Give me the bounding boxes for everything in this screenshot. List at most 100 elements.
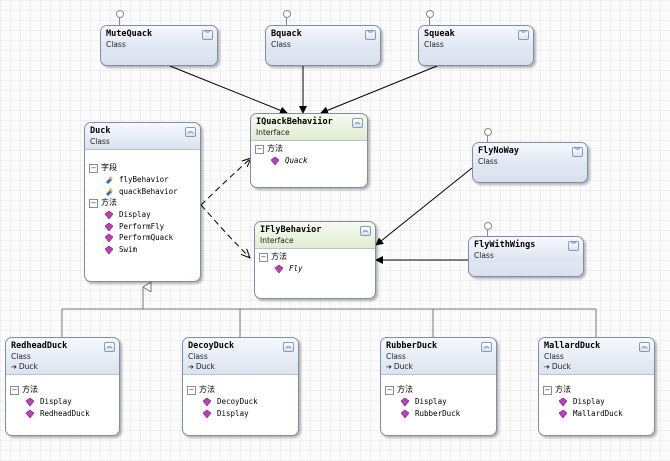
collapse-toggle-icon[interactable]: ︽ [360, 226, 371, 236]
section-label: 方法 [271, 252, 287, 261]
member-method[interactable]: RubberDuck [381, 408, 496, 420]
methods-section-header[interactable]: − 方法 [381, 384, 496, 396]
lollipop-squeak [426, 10, 434, 18]
inherit-arrow-icon: ➔ [11, 363, 17, 371]
member-field[interactable]: flyBehavior [85, 174, 200, 186]
method-icon [105, 222, 113, 231]
methods-section-header[interactable]: − 方法 [255, 251, 375, 263]
interface-iquack[interactable]: IQuackBehaviior Interface ︽ − 方法 Quack [250, 113, 368, 188]
expand-toggle-icon[interactable]: ︾ [568, 241, 579, 251]
member-label: Swim [119, 244, 138, 254]
dependency-duck-to-ifly [200, 204, 250, 258]
class-name: DecoyDuck [188, 341, 235, 351]
member-method[interactable]: Display [183, 408, 298, 420]
member-method[interactable]: RedheadDuck [6, 408, 119, 420]
member-label: Display [217, 408, 249, 418]
member-label: Display [119, 210, 151, 219]
section-label: 方法 [101, 198, 117, 207]
class-kind: Class [544, 352, 564, 361]
method-icon [26, 398, 34, 406]
section-collapse-icon[interactable]: − [89, 199, 98, 208]
class-squeak[interactable]: Squeak Class ︾ [418, 25, 534, 66]
fields-section-header[interactable]: − 字段 [85, 162, 200, 174]
section-collapse-icon[interactable]: − [543, 386, 552, 395]
interface-ifly[interactable]: IFlyBehavior Interface ︽ − 方法 Fly [254, 221, 376, 299]
section-collapse-icon[interactable]: − [187, 386, 196, 395]
class-bquack[interactable]: Bquack Class ︾ [265, 25, 381, 66]
expand-toggle-icon[interactable]: ︾ [518, 30, 529, 40]
section-label: 方法 [22, 385, 38, 394]
inherit-arrow-icon: ➔ [544, 363, 550, 371]
member-label: PerformQuack [119, 233, 174, 242]
methods-section-header[interactable]: − 方法 [183, 384, 298, 396]
member-label: MallardDuck [573, 408, 623, 418]
collapse-toggle-icon[interactable]: ︽ [639, 342, 650, 352]
method-icon [401, 409, 409, 418]
inherit-arrow-icon: ➔ [188, 363, 194, 371]
class-kind: Class [90, 137, 110, 146]
class-body: − 字段 flyBehavior quackBehavior − 方法 Disp… [85, 149, 200, 257]
base-class: ➔Duck [544, 362, 571, 371]
section-collapse-icon[interactable]: − [255, 145, 264, 154]
class-rubberduck[interactable]: RubberDuck Class ➔Duck ︽ − 方法 Display Ru… [380, 337, 497, 436]
methods-section-header[interactable]: − 方法 [539, 384, 654, 396]
field-icon [106, 187, 113, 196]
base-class: ➔Duck [11, 362, 38, 371]
member-method[interactable]: PerformQuack [85, 232, 200, 244]
class-name: MuteQuack [106, 29, 153, 39]
member-method[interactable]: Display [539, 396, 654, 408]
member-method[interactable]: MallardDuck [539, 408, 654, 420]
lollipop-stem [119, 18, 120, 25]
methods-section-header[interactable]: − 方法 [6, 384, 119, 396]
collapse-toggle-icon[interactable]: ︽ [352, 118, 363, 128]
class-mutequack[interactable]: MuteQuack Class ︾ [100, 25, 218, 66]
member-method[interactable]: Display [85, 209, 200, 221]
member-field[interactable]: quackBehavior [85, 186, 200, 198]
class-flywithwings[interactable]: FlyWithWings Class ︾ [468, 236, 584, 277]
member-method[interactable]: Quack [251, 155, 367, 167]
member-method[interactable]: Display [381, 396, 496, 408]
methods-section-header[interactable]: − 方法 [251, 143, 367, 155]
class-mallardduck[interactable]: MallardDuck Class ➔Duck ︽ − 方法 Display M… [538, 337, 655, 436]
class-kind: Class [478, 157, 498, 166]
collapse-toggle-icon[interactable]: ︽ [104, 342, 115, 352]
collapse-toggle-icon[interactable]: ︽ [283, 342, 294, 352]
class-decoyduck[interactable]: DecoyDuck Class ➔Duck ︽ − 方法 DecoyDuck D… [182, 337, 299, 436]
class-header: FlyNoWay Class ︾ [473, 143, 587, 169]
methods-section-header[interactable]: − 方法 [85, 197, 200, 209]
section-collapse-icon[interactable]: − [385, 386, 394, 395]
collapse-toggle-icon[interactable]: ︽ [185, 127, 196, 137]
class-body: − 方法 Display MallardDuck [539, 374, 654, 421]
interface-header: IQuackBehaviior Interface ︽ [251, 114, 367, 140]
section-label: 方法 [199, 385, 215, 394]
class-name: Squeak [424, 29, 455, 39]
section-collapse-icon[interactable]: − [89, 164, 98, 173]
method-icon [271, 157, 279, 165]
class-header: Duck Class ︽ [85, 123, 200, 149]
lollipop-mutequack [116, 10, 124, 18]
member-method[interactable]: Display [6, 396, 119, 408]
class-body: − 方法 Display RedheadDuck [6, 374, 119, 421]
class-duck[interactable]: Duck Class ︽ − 字段 flyBehavior quackBehav… [84, 122, 201, 282]
class-kind: Class [424, 40, 444, 49]
expand-toggle-icon[interactable]: ︾ [572, 147, 583, 157]
class-kind: Class [474, 251, 494, 260]
class-name: MallardDuck [544, 341, 601, 351]
section-collapse-icon[interactable]: − [259, 253, 268, 262]
class-redheadduck[interactable]: RedheadDuck Class ➔Duck ︽ − 方法 Display R… [5, 337, 120, 436]
section-collapse-icon[interactable]: − [10, 386, 19, 395]
member-method[interactable]: DecoyDuck [183, 396, 298, 408]
member-method[interactable]: Swim [85, 244, 200, 256]
class-header: MuteQuack Class ︾ [101, 26, 217, 52]
expand-toggle-icon[interactable]: ︾ [365, 30, 376, 40]
class-kind: Class [188, 352, 208, 361]
member-method[interactable]: Fly [255, 263, 375, 275]
member-label: PerformFly [119, 221, 165, 231]
lollipop-flywithwings [484, 222, 492, 230]
member-method[interactable]: PerformFly [85, 221, 200, 233]
class-flynoway[interactable]: FlyNoWay Class ︾ [472, 142, 588, 183]
collapse-toggle-icon[interactable]: ︽ [481, 342, 492, 352]
class-header: FlyWithWings Class ︾ [469, 237, 583, 263]
expand-toggle-icon[interactable]: ︾ [202, 30, 213, 40]
